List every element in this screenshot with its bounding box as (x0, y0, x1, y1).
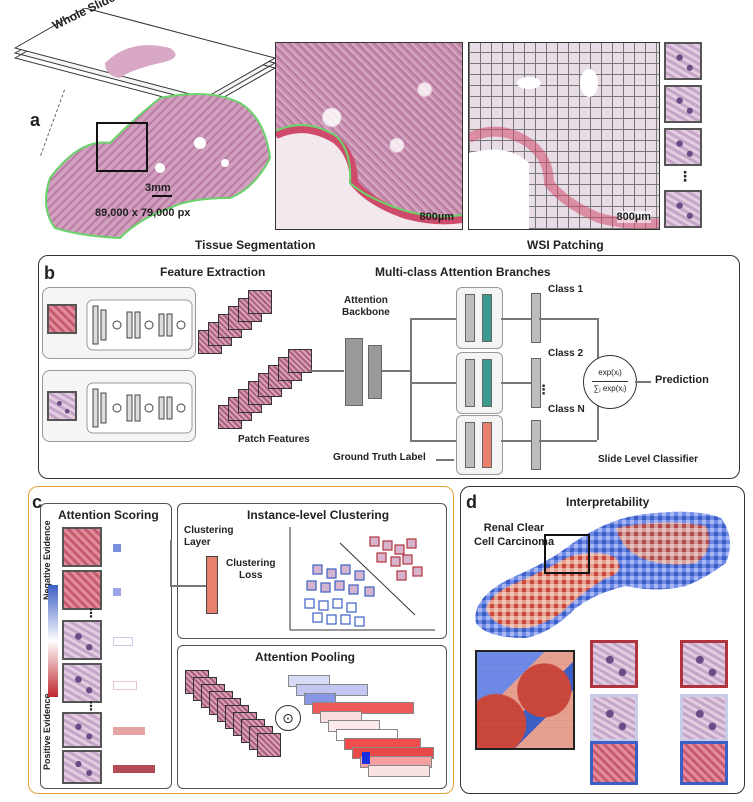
low-attention-patch (680, 741, 728, 785)
positive-evidence-label: Positive Evidence (42, 693, 52, 770)
class-n-label: Class N (548, 404, 585, 415)
cluster-scatter (289, 527, 435, 631)
panel-d-letter: d (466, 492, 477, 512)
panel-b (38, 255, 740, 479)
input-patch (47, 391, 77, 421)
evidence-patch (62, 570, 102, 610)
slide-classifier-label: Slide Level Classifier (598, 454, 699, 465)
softmax-denominator: ∑ⱼ exp(xⱼ) (593, 384, 627, 393)
attention-score-bar (113, 544, 121, 552)
interpretability-title: Interpretability (566, 495, 650, 509)
dimensions-label: 89,000 x 79,000 px (95, 207, 191, 219)
attention-score-bar (113, 727, 145, 735)
class-1-label: Class 1 (548, 284, 584, 295)
patching-label: WSI Patching (527, 238, 604, 252)
evidence-patch (62, 750, 102, 784)
tissue-zoom: 800µm (275, 42, 463, 230)
wsi-stack (13, 8, 275, 103)
heatmap-zoom (475, 650, 575, 750)
low-attention-patch (590, 741, 638, 785)
attention-score-bar (113, 588, 121, 596)
backbone-layer-2 (368, 345, 382, 399)
cnn-encoder-top (42, 287, 196, 359)
patch-tile (664, 128, 702, 166)
cancer-label: Renal Clear Cell Carcinoma (474, 522, 555, 548)
scale-bar-label: 3mm (145, 182, 171, 194)
clustering-layer-label: Clustering Layer (184, 525, 234, 548)
neutral-patch (590, 694, 638, 742)
attention-scoring-title: Attention Scoring (58, 508, 159, 522)
panel-b-letter: b (44, 263, 55, 283)
ellipsis: ⋮ (85, 606, 97, 620)
branch-n (456, 415, 503, 475)
backbone-layer-1 (345, 338, 363, 406)
feature-map (248, 290, 272, 314)
patch-tile (664, 85, 702, 123)
clustering-title: Instance-level Clustering (247, 508, 390, 522)
panel-d (460, 486, 745, 794)
evidence-patch (62, 712, 102, 748)
panel-a-letter: a (30, 110, 41, 130)
attention-backbone-label: Attention Backbone (342, 295, 390, 318)
clustering-layer-block (206, 556, 218, 614)
softmax-numerator: exp(xᵢ) (598, 368, 622, 377)
segmentation-label: Tissue Segmentation (195, 238, 316, 252)
high-attention-patch (680, 640, 728, 688)
high-attention-patch (590, 640, 638, 688)
input-patch (47, 304, 77, 334)
clustering-loss-label: Clustering Loss (226, 558, 276, 581)
attention-heatmap (475, 511, 730, 638)
arrow (382, 370, 410, 372)
class-2-label: Class 2 (548, 348, 584, 359)
ground-truth-label: Ground Truth Label (333, 452, 426, 463)
branch-2-classifier (482, 359, 492, 407)
attention-colorbar (48, 585, 58, 697)
patch-features-label: Patch Features (238, 434, 310, 445)
patch-tile (664, 42, 702, 80)
panel-c (28, 486, 454, 794)
branch-2 (456, 352, 503, 414)
branches-title: Multi-class Attention Branches (375, 265, 551, 279)
patch-scale-label: 800µm (616, 211, 651, 223)
feature-map (288, 349, 312, 373)
class-2-score (531, 358, 541, 408)
branch-trunk (410, 318, 412, 440)
branch-n-classifier (482, 422, 492, 468)
evidence-patch (62, 620, 102, 660)
prediction-label: Prediction (655, 374, 709, 386)
neutral-patch (680, 694, 728, 742)
arrow (310, 370, 344, 372)
clustering-box (177, 503, 447, 639)
attention-score-bar (113, 765, 155, 773)
cnn-encoder-bottom (42, 370, 196, 442)
softmax-node: exp(xᵢ) ∑ⱼ exp(xⱼ) (583, 355, 637, 409)
class-ellipsis: ⋮ (537, 382, 550, 397)
evidence-patch (62, 527, 102, 567)
evidence-patch (62, 663, 102, 703)
attention-score-bar (113, 637, 133, 646)
attention-pooling-title: Attention Pooling (255, 650, 355, 664)
panel-c-letter: c (32, 492, 43, 512)
attention-scoring-box (40, 503, 172, 789)
tissue-overview (45, 93, 272, 240)
patch-ellipsis: ⋮ (678, 168, 692, 184)
patch-tile (664, 190, 702, 228)
branch-1-classifier (482, 294, 492, 342)
zoom-scale-label: 800µm (419, 211, 454, 223)
feature-extraction-title: Feature Extraction (160, 265, 266, 279)
wsi-patching-grid: 800µm (468, 42, 660, 230)
attention-score-bar (113, 681, 137, 690)
dot-product-node: ⊙ (275, 705, 301, 731)
ellipsis: ⋮ (85, 699, 97, 713)
branch-1 (456, 287, 503, 349)
class-n-score (531, 420, 541, 470)
attention-pooling-box (177, 645, 447, 789)
